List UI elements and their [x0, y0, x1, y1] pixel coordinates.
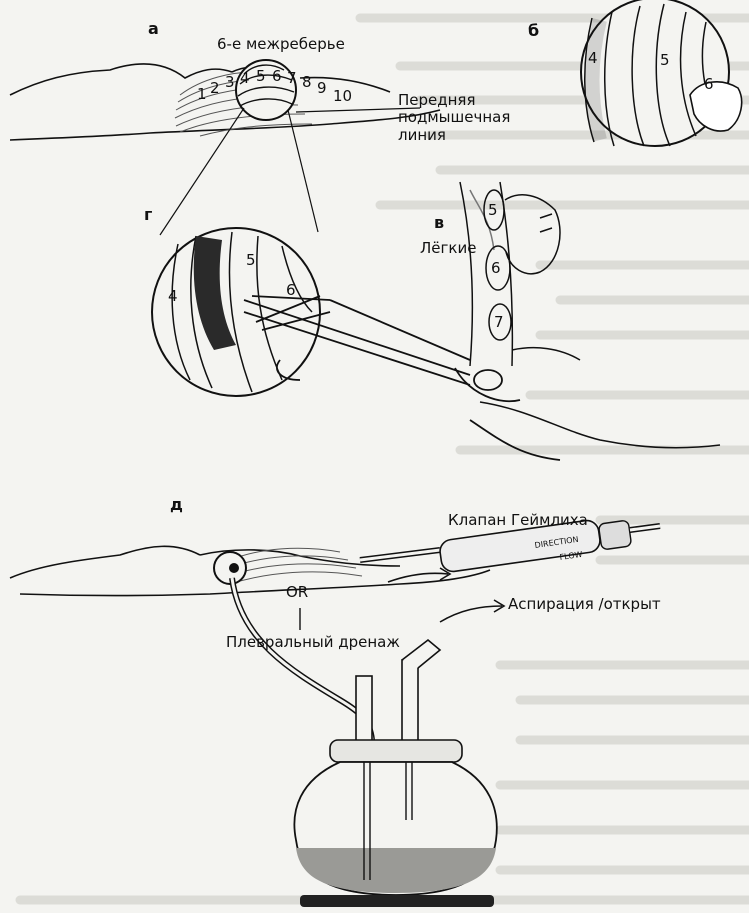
panel-label-g: г [144, 206, 152, 224]
rib-number: 4 [240, 70, 250, 87]
heimlich-valve-label: Клапан Геймлиха [448, 512, 588, 529]
rib-number: 2 [210, 80, 220, 97]
panel-label-a: а [148, 20, 159, 38]
or-label: OR [286, 584, 308, 601]
rib-number: 8 [302, 74, 312, 91]
inset-b-number: 4 [588, 50, 598, 67]
inset-g-insertion [152, 228, 320, 396]
inset-v-number: 6 [491, 260, 501, 277]
valve-text-flow: FLOW [559, 550, 583, 562]
rib-number: 9 [317, 80, 327, 97]
rib-number: 7 [287, 70, 297, 87]
rib-cage-sketch-bottom [228, 548, 362, 584]
rib-number: 1 [197, 86, 207, 103]
pleural-drainage-label: Плевральный дренаж [226, 634, 400, 651]
inset-g-number: 4 [168, 288, 178, 305]
panel-label-d: д [170, 496, 183, 514]
rib-number: 3 [225, 74, 235, 91]
aspiration-label: Аспирация /открыт [508, 596, 661, 613]
lungs-label: Лёгкие [420, 240, 476, 257]
rib-number: 6 [272, 68, 282, 85]
intercostal-label: 6-е межреберье [217, 36, 345, 53]
rib-number: 10 [333, 88, 352, 105]
panel-label-b: б [528, 22, 539, 40]
inset-v-number: 5 [488, 202, 498, 219]
drainage-bottle [294, 640, 496, 907]
drainage-tube [232, 578, 372, 740]
inset-v-number: 7 [494, 314, 504, 331]
inset-b-number: 6 [704, 76, 714, 93]
flow-arrows [388, 568, 504, 622]
panel-label-v: в [434, 214, 444, 232]
inset-g-number: 5 [246, 252, 256, 269]
inset-b-number: 5 [660, 52, 670, 69]
rib-number: 5 [256, 68, 266, 85]
axillary-line-label: Передняя подмышечная линия [398, 92, 538, 144]
inset-g-number: 6 [286, 282, 296, 299]
